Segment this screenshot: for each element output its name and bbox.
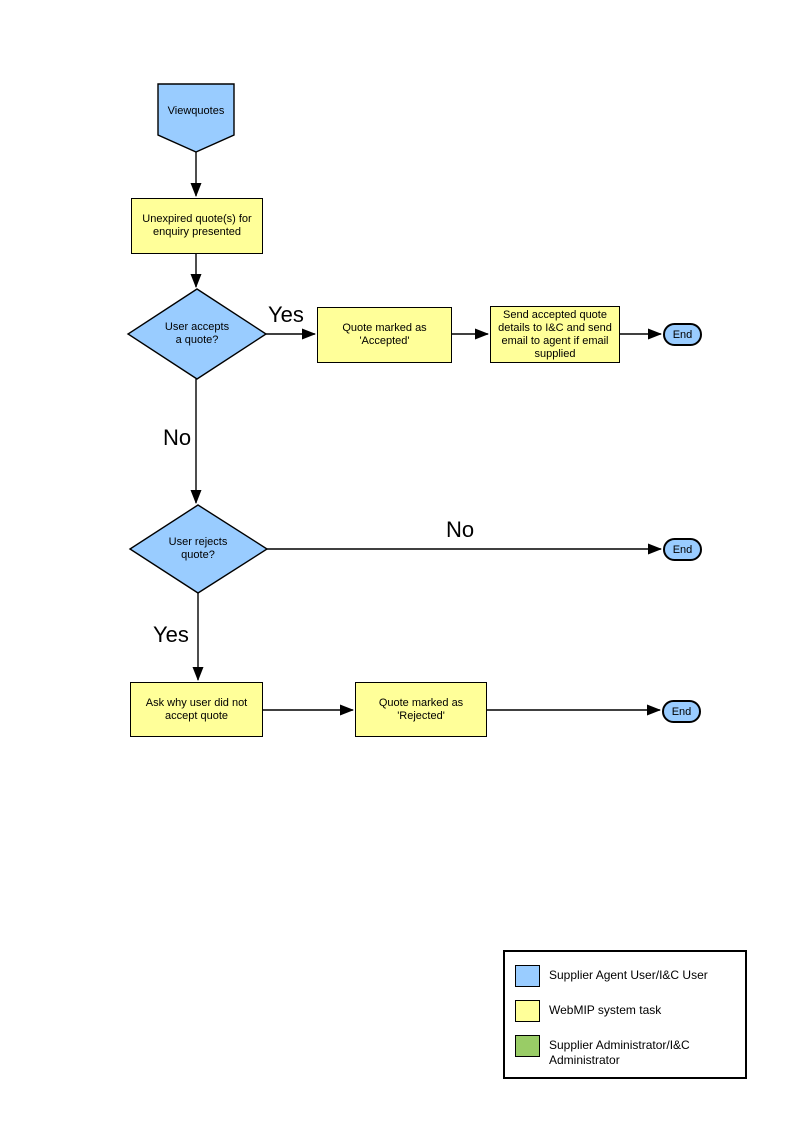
rejects-yes-label: Yes xyxy=(153,622,189,647)
end-terminator-1: End xyxy=(663,323,702,346)
end-terminator-3: End xyxy=(662,700,701,723)
quote-marked-rejected-box: Quote marked as 'Rejected' xyxy=(355,682,487,737)
unexpired-quotes-box: Unexpired quote(s) for enquiry presented xyxy=(131,198,263,254)
end-terminator-2: End xyxy=(663,538,702,561)
legend: Supplier Agent User/I&C User WebMIP syst… xyxy=(503,950,747,1079)
supplier-administrator-label: Supplier Administrator/I&C Administrator xyxy=(549,1038,690,1067)
legend-item-supplier-agent-user: Supplier Agent User/I&C User xyxy=(515,965,735,987)
legend-item-webmip-system-task: WebMIP system task xyxy=(515,1000,735,1022)
viewquotes-shape xyxy=(157,83,235,153)
accepts-no-label: No xyxy=(163,425,192,450)
webmip-system-task-label: WebMIP system task xyxy=(549,1003,662,1017)
accepts-yes-label: Yes xyxy=(268,302,304,327)
webmip-system-task-swatch xyxy=(515,1000,540,1022)
quote-marked-accepted-box: Quote marked as 'Accepted' xyxy=(317,307,452,363)
user-rejects-decision-shape xyxy=(128,504,269,594)
supplier-agent-user-label: Supplier Agent User/I&C User xyxy=(549,968,708,982)
supplier-administrator-swatch xyxy=(515,1035,540,1057)
legend-item-supplier-administrator: Supplier Administrator/I&C Administrator xyxy=(515,1035,735,1068)
ask-why-box: Ask why user did not accept quote xyxy=(130,682,263,737)
rejects-no-label: No xyxy=(446,517,475,542)
send-accepted-details-box: Send accepted quote details to I&C and s… xyxy=(490,306,620,363)
user-accepts-decision-shape xyxy=(126,288,268,380)
supplier-agent-user-swatch xyxy=(515,965,540,987)
